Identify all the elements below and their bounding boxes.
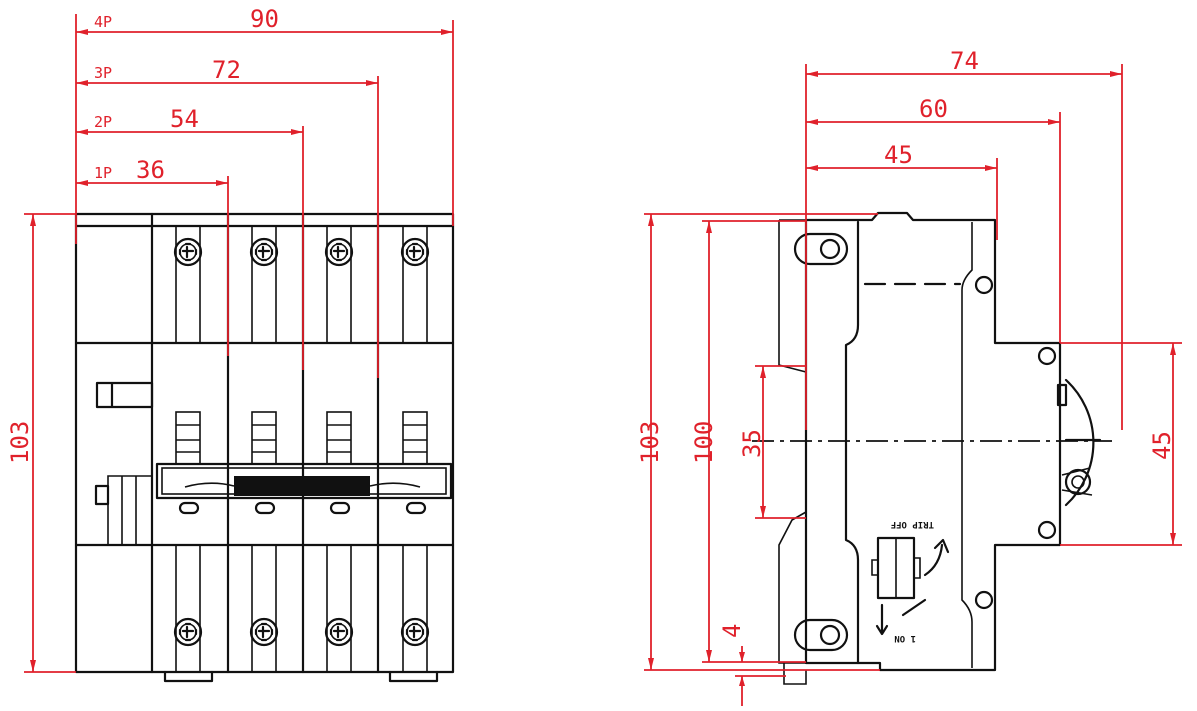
pole-label-2p: 2P (94, 113, 112, 131)
top-terminal-screws (173, 237, 430, 267)
top-channels (175, 226, 428, 343)
handle-dial (1056, 378, 1102, 507)
trip-off-label: TRIP OFF (891, 519, 934, 529)
toggle-blocks (175, 411, 428, 465)
dim-value-90: 90 (250, 5, 279, 33)
dim-value-60: 60 (919, 95, 948, 123)
on-label: 1 ON (894, 633, 916, 643)
dim-value-4: 4 (718, 624, 746, 638)
dim-value-72: 72 (212, 56, 241, 84)
breaker-symbol-icon (871, 536, 950, 636)
screw-icon (324, 617, 354, 647)
side-fixing-holes (974, 275, 1057, 610)
dim-value-54: 54 (170, 105, 199, 133)
mounting-slots (793, 232, 849, 652)
dim-value-74: 74 (950, 47, 979, 75)
dim-value-45-top: 45 (884, 141, 913, 169)
side-inner-profile (844, 220, 860, 665)
pole-label-4p: 4P (94, 13, 112, 31)
bottom-terminal-screws (173, 617, 430, 647)
handle-bar (155, 462, 453, 500)
pole-label-1p: 1P (94, 164, 112, 182)
screw-icon (400, 617, 430, 647)
dim-value-45-right: 45 (1148, 431, 1176, 460)
din-clips (163, 670, 439, 683)
left-latch (94, 475, 153, 546)
indicator-windows (178, 501, 427, 515)
test-button-icon (95, 381, 154, 409)
rail-latch (783, 663, 807, 685)
front-view (74, 212, 455, 683)
pole-dividers (150, 212, 380, 674)
screw-icon (324, 237, 354, 267)
dim-value-side-100: 100 (690, 421, 718, 464)
dim-value-36: 36 (136, 156, 165, 184)
screw-icon (400, 237, 430, 267)
front-outline (74, 212, 455, 674)
front-dimensions: 4P 90 3P 72 2P 54 1P 36 103 (6, 5, 454, 673)
side-dimensions: 74 60 45 103 100 35 4 (636, 47, 1182, 706)
dim-value-35: 35 (738, 429, 766, 458)
dim-value-front-height: 103 (6, 421, 34, 464)
side-view: TRIP OFF 1 ON (752, 211, 1112, 685)
screw-icon (173, 237, 203, 267)
pole-label-3p: 3P (94, 64, 112, 82)
screw-icon (249, 237, 279, 267)
screw-icon (173, 617, 203, 647)
bottom-channels (175, 545, 428, 672)
screw-icon (249, 617, 279, 647)
dim-value-side-103: 103 (636, 421, 664, 464)
